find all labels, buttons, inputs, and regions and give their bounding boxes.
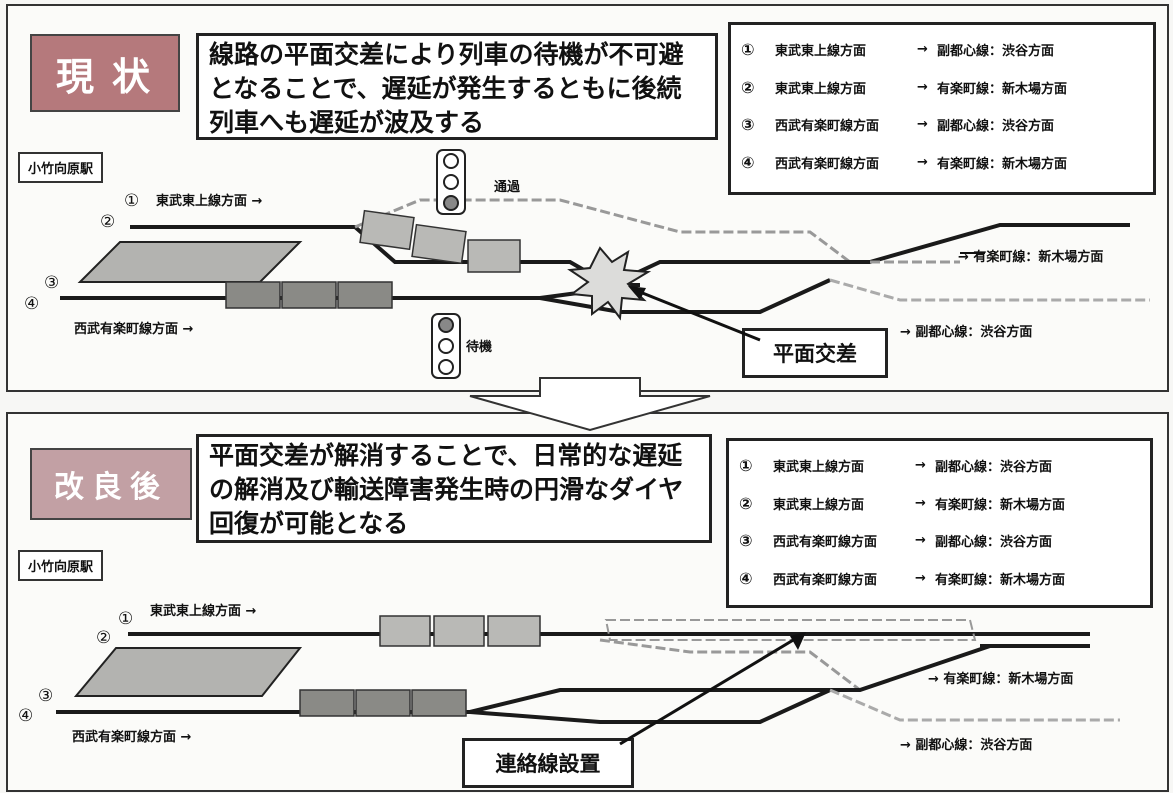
yurakucho-direction-label: → 有楽町線：新木場方面 bbox=[958, 250, 1104, 265]
seibu-direction-label: 西武有楽町線方面 → bbox=[74, 322, 194, 337]
route-4-marker: ④ bbox=[18, 706, 34, 726]
route-row: ③ 西武有楽町線方面 → 副都心線：渋谷方面 bbox=[739, 531, 1053, 551]
current-state-badge: 現状 bbox=[30, 34, 180, 112]
route-row: ④ 西武有楽町線方面 → 有楽町線：新木場方面 bbox=[741, 152, 1068, 172]
station-label: 小竹向原駅 bbox=[18, 152, 104, 183]
route-3-marker: ③ bbox=[44, 273, 60, 293]
route-row: ① 東武東上線方面 → 副都心線：渋谷方面 bbox=[739, 456, 1053, 476]
fukutoshin-direction-label: → 副都心線：渋谷方面 bbox=[900, 738, 1033, 753]
current-state-description: 線路の平面交差により列車の待機が不可避 となることで、遅延が発生するともに後続 … bbox=[196, 33, 718, 140]
tobu-direction-label: 東武東上線方面 → bbox=[150, 604, 257, 619]
route-2-marker: ② bbox=[100, 212, 116, 232]
connector-track-label: 連絡線設置 bbox=[462, 738, 634, 788]
yurakucho-direction-label: → 有楽町線：新木場方面 bbox=[928, 672, 1074, 687]
route-4-marker: ④ bbox=[24, 294, 40, 314]
seibu-direction-label: 西武有楽町線方面 → bbox=[72, 730, 192, 745]
improved-state-description: 平面交差が解消することで、日常的な遅延 の解消及び輸送障害発生時の円滑なダイヤ … bbox=[196, 434, 712, 543]
signal-pass-label: 通過 bbox=[494, 180, 521, 195]
fukutoshin-direction-label: → 副都心線：渋谷方面 bbox=[900, 325, 1033, 340]
level-crossing-label: 平面交差 bbox=[742, 328, 888, 378]
route-2-marker: ② bbox=[96, 628, 112, 648]
route-legend: ① 東武東上線方面 → 副都心線：渋谷方面 ② 東武東上線方面 → 有楽町線：新… bbox=[726, 438, 1153, 608]
route-1-marker: ① bbox=[124, 191, 140, 211]
route-row: ① 東武東上線方面 → 副都心線：渋谷方面 bbox=[741, 40, 1055, 60]
signal-wait-label: 待機 bbox=[466, 340, 493, 355]
route-row: ③ 西武有楽町線方面 → 副都心線：渋谷方面 bbox=[741, 115, 1055, 135]
route-1-marker: ① bbox=[118, 609, 134, 629]
route-row: ② 東武東上線方面 → 有楽町線：新木場方面 bbox=[739, 493, 1066, 513]
improved-state-badge: 改良後 bbox=[30, 448, 192, 520]
route-row: ② 東武東上線方面 → 有楽町線：新木場方面 bbox=[741, 77, 1068, 97]
route-row: ④ 西武有楽町線方面 → 有楽町線：新木場方面 bbox=[739, 568, 1066, 588]
tobu-direction-label: 東武東上線方面 → bbox=[156, 194, 263, 209]
route-legend: ① 東武東上線方面 → 副都心線：渋谷方面 ② 東武東上線方面 → 有楽町線：新… bbox=[728, 22, 1156, 195]
route-3-marker: ③ bbox=[38, 686, 54, 706]
station-label: 小竹向原駅 bbox=[18, 550, 104, 581]
